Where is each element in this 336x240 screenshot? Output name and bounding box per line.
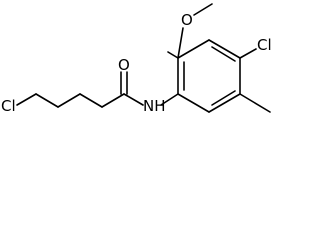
bond-c4-c3 — [35, 93, 59, 108]
bond-c3-c2 — [57, 93, 81, 108]
bond-ring-methyl — [239, 93, 271, 113]
atom-o-carbonyl: O — [118, 56, 130, 74]
bond-ring-cl — [239, 48, 257, 59]
atom-o-methoxy: O — [181, 11, 193, 29]
bond-ring-2-3 — [177, 39, 210, 59]
bond-ring-inner-c — [211, 90, 236, 106]
bond-o-ring-link — [177, 27, 184, 59]
bond-cl-c4 — [16, 93, 37, 106]
bond-ring-inner-b — [211, 46, 236, 62]
bond-ring-5-6 — [208, 93, 241, 113]
atom-cl-ring: Cl — [257, 36, 272, 54]
bond-ring-3-4 — [208, 39, 241, 59]
atom-nh-amide: NH — [143, 97, 166, 115]
bond-ring-6-1 — [177, 93, 210, 113]
bond-c1-c — [101, 93, 125, 108]
bond-ring-o-methoxy — [167, 51, 179, 59]
bond-c2-c1 — [79, 93, 103, 108]
bond-o-ch3 — [193, 3, 213, 16]
bond-n-ring — [160, 93, 179, 106]
bond-c-n — [123, 93, 144, 106]
chemical-structure: Cl O NH O Cl — [1, 3, 272, 115]
atom-cl-chain: Cl — [1, 97, 16, 115]
